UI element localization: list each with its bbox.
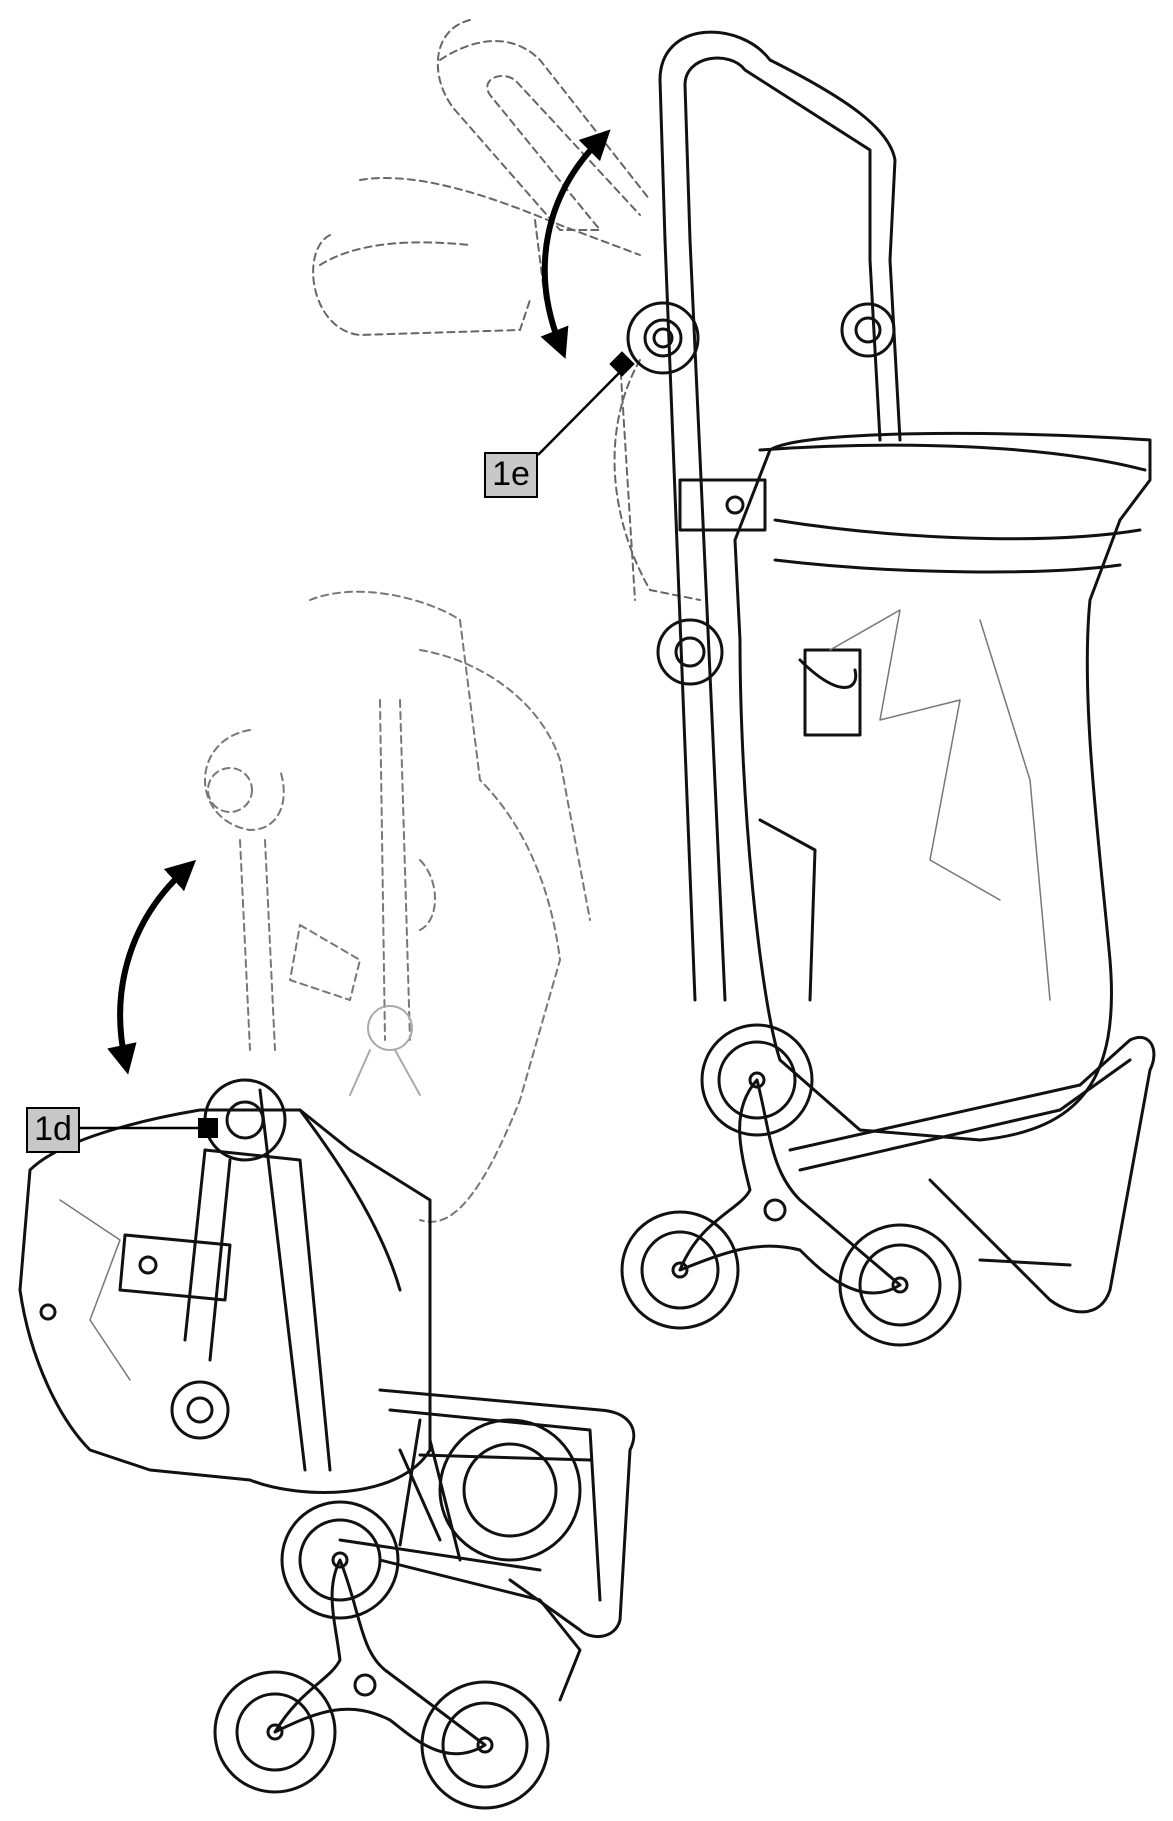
- upright-ghost: [204, 590, 591, 1223]
- pivot-marker-1d: [198, 1118, 218, 1138]
- rotation-arrow-1d: [107, 859, 197, 1075]
- folded-trolley: [18, 590, 636, 1810]
- pivot-marker-1e: [609, 351, 635, 377]
- callout-label-1e: 1e: [484, 452, 538, 498]
- pivot-knob-1e: [626, 301, 700, 375]
- rotation-arrow-1e: [540, 129, 611, 359]
- stair-wheel-lower: [213, 1500, 550, 1810]
- leader-line-1e: [537, 366, 626, 456]
- upright-trolley: [312, 19, 1156, 1347]
- stair-wheel-upper: [620, 1023, 962, 1347]
- trolley-handle: [658, 30, 897, 262]
- callout-label-1d: 1d: [26, 1107, 80, 1153]
- shopping-bag: [733, 431, 1152, 1142]
